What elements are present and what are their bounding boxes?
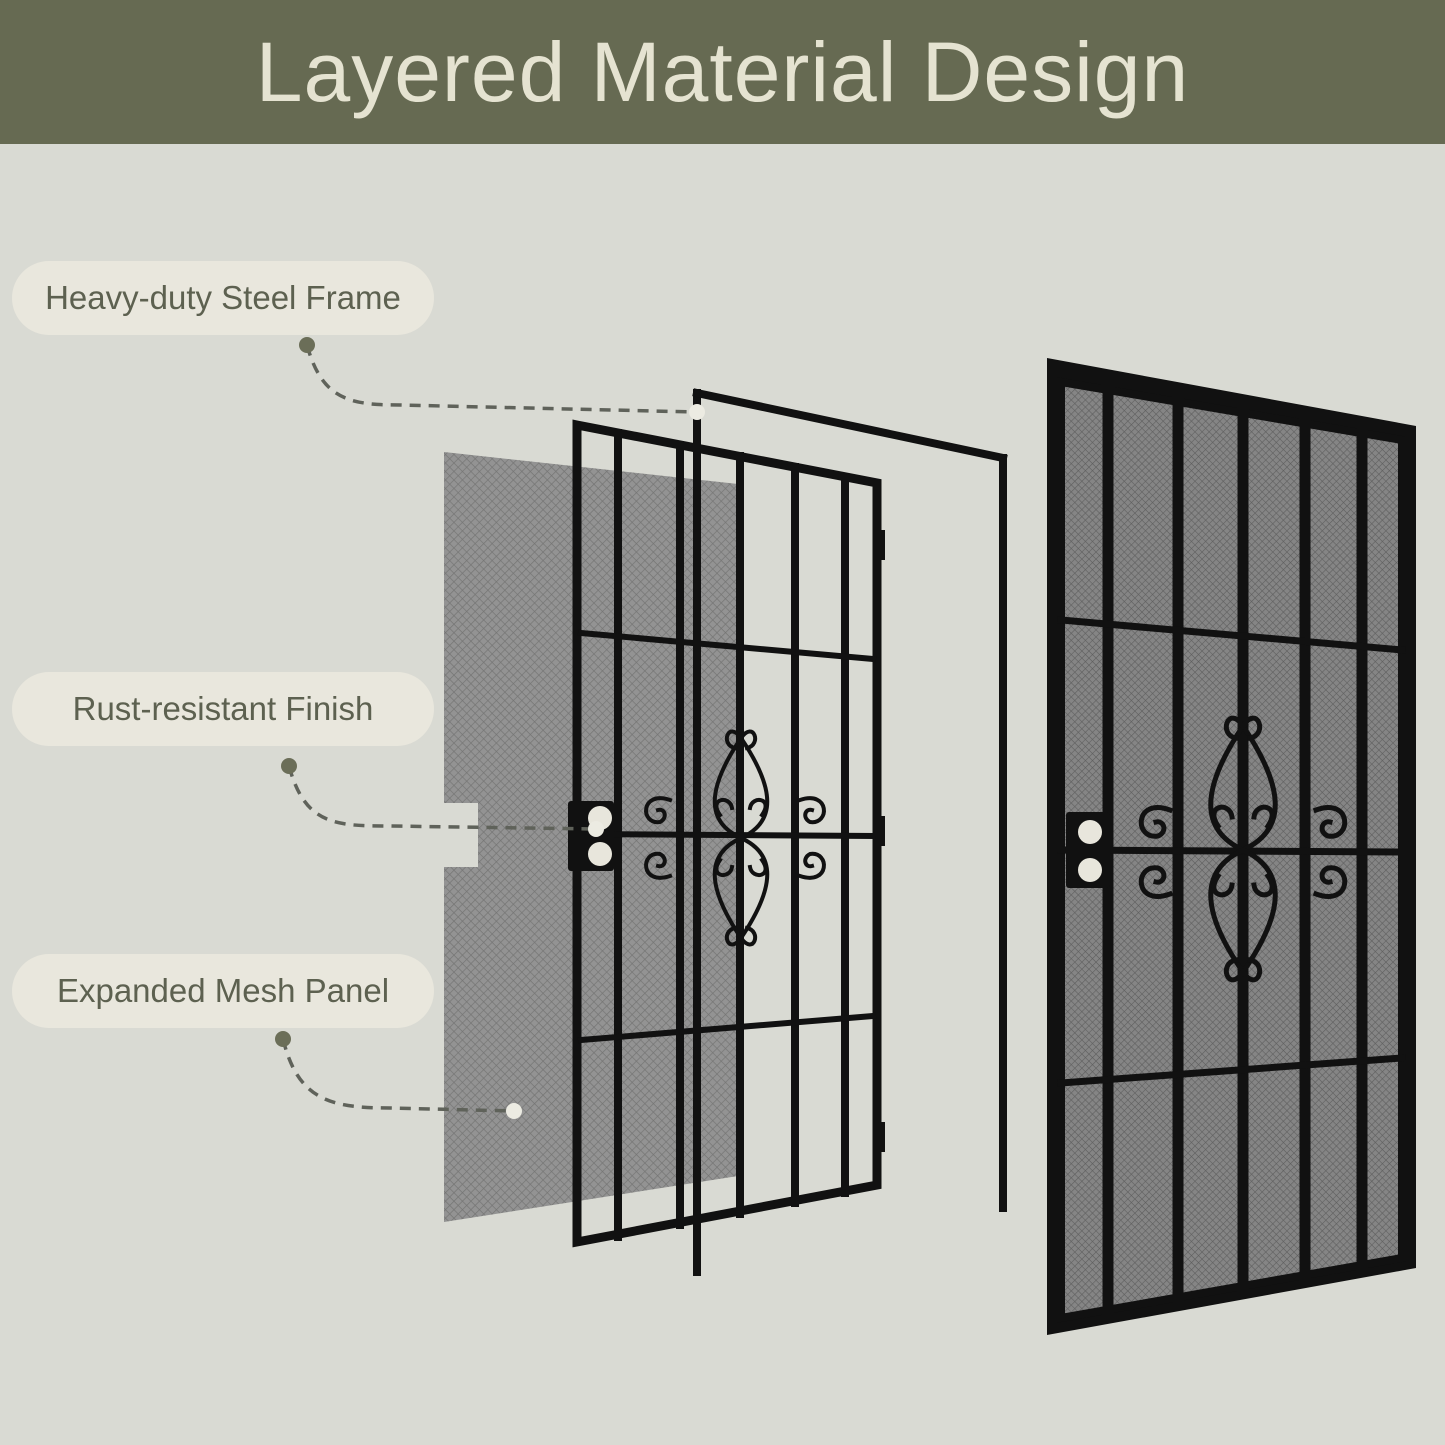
grille-door-layer bbox=[568, 419, 885, 1248]
steel-frame-layer bbox=[692, 388, 1008, 1276]
label-steel-frame: Heavy-duty Steel Frame bbox=[12, 261, 434, 335]
leader-lines bbox=[281, 344, 697, 1113]
page-title: Layered Material Design bbox=[255, 24, 1190, 119]
callout-dots bbox=[275, 337, 705, 1119]
label-expanded-mesh-panel: Expanded Mesh Panel bbox=[12, 954, 434, 1028]
assembled-door bbox=[1047, 358, 1416, 1335]
label-rust-resistant-finish: Rust-resistant Finish bbox=[12, 672, 434, 746]
title-banner: Layered Material Design bbox=[0, 0, 1445, 144]
